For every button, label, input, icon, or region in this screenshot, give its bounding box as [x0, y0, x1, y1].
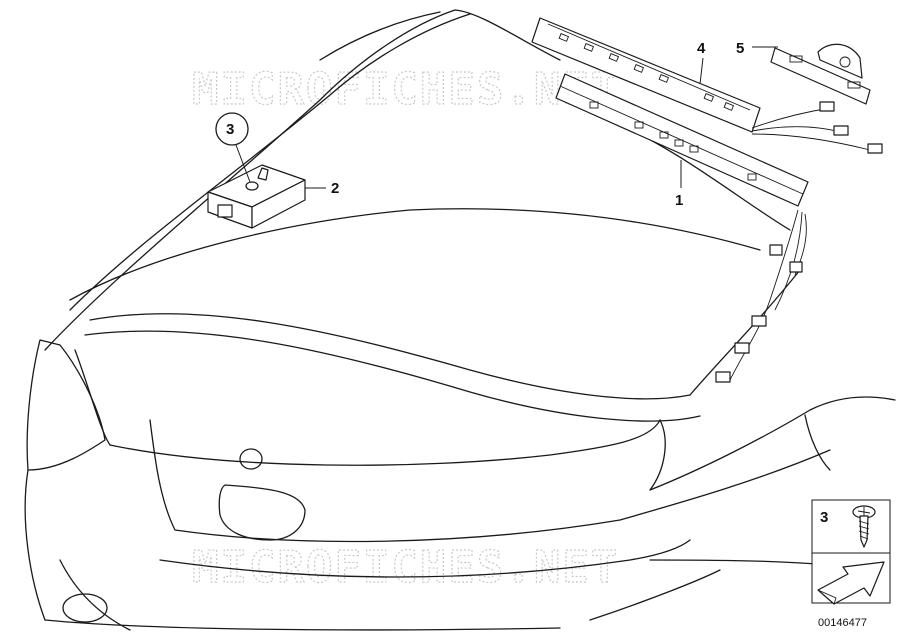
orientation-arrow-icon — [817, 561, 885, 605]
callout-3: 3 — [215, 112, 251, 183]
callout-4: 4 — [697, 40, 706, 85]
svg-text:5: 5 — [736, 40, 744, 57]
part-4-led-strip[interactable] — [531, 17, 761, 133]
callout-5: 5 — [736, 40, 778, 57]
wiring-harness-lower — [715, 209, 807, 383]
svg-text:3: 3 — [226, 121, 234, 138]
diagram-reference-number: 00146477 — [818, 617, 867, 629]
emblem — [239, 448, 263, 470]
svg-text:2: 2 — [331, 180, 339, 197]
svg-text:1: 1 — [675, 192, 683, 209]
svg-text:4: 4 — [697, 40, 706, 57]
screw-legend: 3 — [811, 499, 891, 605]
part-1-brake-light-strip[interactable] — [555, 73, 809, 207]
screw-icon — [852, 505, 876, 548]
watermark-top: MICROFICHES.NET — [192, 64, 619, 115]
callout-2: 2 — [305, 180, 339, 197]
part-5-bracket[interactable] — [770, 43, 871, 105]
wiring-harness-upper — [751, 101, 883, 154]
legend-part-number: 3 — [820, 509, 828, 526]
part-2-control-unit[interactable] — [207, 164, 306, 229]
watermark-bottom: MICROFICHES.NET — [192, 542, 619, 593]
callout-1: 1 — [675, 160, 683, 209]
